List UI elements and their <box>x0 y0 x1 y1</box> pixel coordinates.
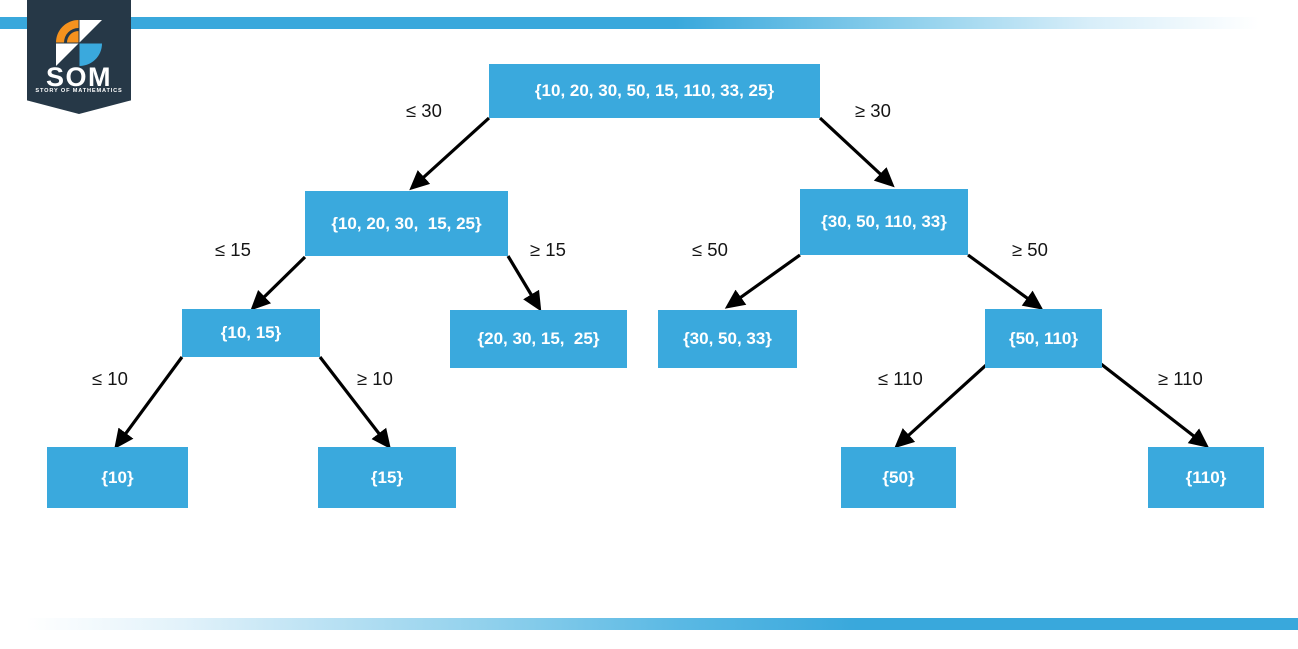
edge-label-l1a-right: ≥ 15 <box>530 239 566 260</box>
tree-node-l3b: {15} <box>318 447 456 508</box>
tree-node-l1a: {10, 20, 30, 15, 25} <box>305 191 508 256</box>
node-label: {30, 50, 33} <box>683 329 772 348</box>
edge-label-root-right: ≥ 30 <box>855 100 891 121</box>
edge-label-l2a-right: ≥ 10 <box>357 368 393 389</box>
tree-node-l3a: {10} <box>47 447 188 508</box>
som-logo: SOM STORY OF MATHEMATICS <box>27 0 131 114</box>
bottom-accent-bar <box>0 618 1298 630</box>
logo-wordmark: SOM <box>45 62 112 92</box>
node-label: {10, 20, 30, 15, 25} <box>331 213 482 233</box>
tree-node-l3d: {110} <box>1148 447 1264 508</box>
edge-label-l2a-left: ≤ 10 <box>92 368 128 389</box>
tree-node-root: {10, 20, 30, 50, 15, 110, 33, 25} <box>489 64 820 118</box>
edge-label-l2d-right: ≥ 110 <box>1158 368 1203 389</box>
node-label: {10, 15} <box>220 323 282 342</box>
node-label: {30, 50, 110, 33} <box>821 212 947 231</box>
node-label: {110} <box>1185 467 1227 487</box>
som-shield-logo-icon <box>54 18 104 68</box>
tree-node-l2a: {10, 15} <box>182 309 320 357</box>
node-label: {50} <box>882 467 915 487</box>
edge-label-l1a-left: ≤ 15 <box>215 239 251 260</box>
tree-node-l1b: {30, 50, 110, 33} <box>800 189 968 255</box>
node-label: {50, 110} <box>1008 328 1078 348</box>
node-label: {10, 20, 30, 50, 15, 110, 33, 25} <box>534 81 775 100</box>
edge-label-root-left: ≤ 30 <box>406 100 442 121</box>
tree-node-l2c: {30, 50, 33} <box>658 310 797 368</box>
tree-node-l2b: {20, 30, 15, 25} <box>450 310 627 368</box>
tree-node-l2d: {50, 110} <box>985 309 1102 368</box>
node-label: {20, 30, 15, 25} <box>477 329 600 348</box>
tree-node-l3c: {50} <box>841 447 956 508</box>
node-label: {15} <box>370 467 404 487</box>
edge-label-l1b-right: ≥ 50 <box>1012 239 1048 260</box>
node-label: {10} <box>101 467 134 487</box>
edge-label-l2d-left: ≤ 110 <box>878 368 923 389</box>
edge-label-l1b-left: ≤ 50 <box>692 239 728 260</box>
logo-shield-shape <box>27 0 131 114</box>
top-accent-bar <box>0 17 1298 29</box>
logo-tagline: STORY OF MATHEMATICS <box>35 88 123 94</box>
